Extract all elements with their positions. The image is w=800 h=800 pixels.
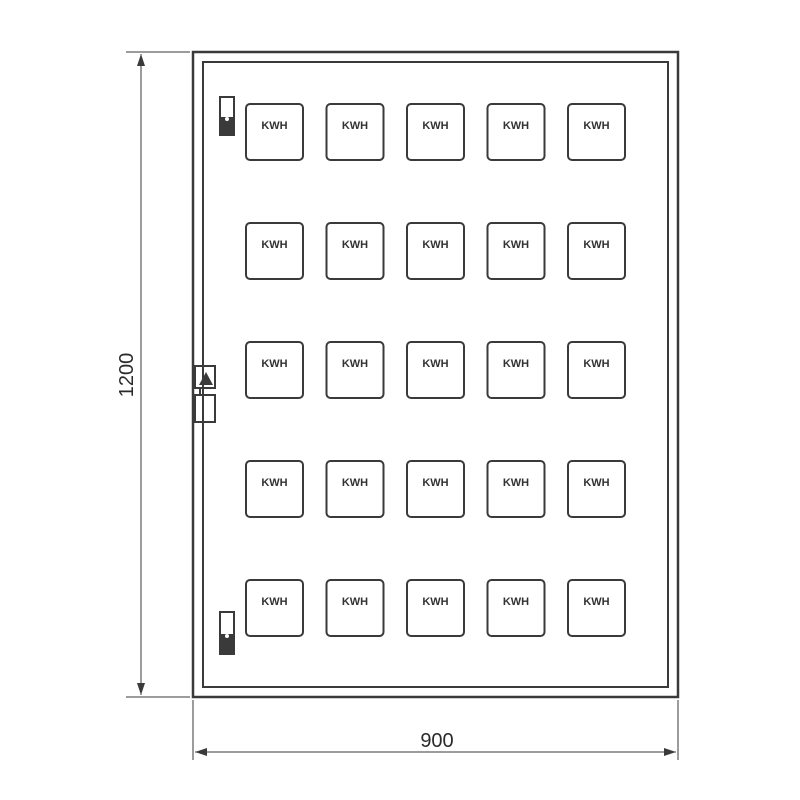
meter-box: KWH [245, 460, 304, 518]
meter-box-outline [486, 103, 546, 161]
meter-box-outline [406, 103, 465, 161]
meter-box-outline [325, 579, 385, 637]
meter-box-outline [325, 460, 385, 518]
meter-label: KWH [583, 358, 609, 370]
meter-label: KWH [583, 239, 609, 251]
height-dimension: 1200 [116, 51, 190, 698]
meter-label: KWH [422, 239, 448, 251]
meter-box: KWH [245, 341, 304, 399]
meter-label: KWH [261, 596, 287, 608]
meter-grid: KWH KWH KWH KWH KWH KWH KWH KWH KWH KWH KWH KWH KWH K… [245, 103, 626, 637]
meter-label: KWH [422, 477, 448, 489]
meter-box: KWH [486, 341, 546, 399]
meter-box-outline [245, 460, 304, 518]
meter-label: KWH [422, 120, 448, 132]
meter-box: KWH [486, 460, 546, 518]
meter-label: KWH [503, 120, 529, 132]
meter-box-outline [486, 222, 546, 280]
door-handle-icon [194, 365, 216, 423]
meter-label: KWH [503, 358, 529, 370]
meter-box-outline [406, 460, 465, 518]
meter-label: KWH [583, 596, 609, 608]
cabinet-door-frame [202, 61, 669, 688]
meter-label: KWH [342, 477, 368, 489]
height-dimension-label: 1200 [116, 353, 138, 398]
bottom-lock-icon [219, 611, 235, 655]
width-dimension-label: 900 [420, 730, 453, 752]
meter-box-outline [325, 341, 385, 399]
meter-label: KWH [342, 239, 368, 251]
meter-label: KWH [503, 477, 529, 489]
meter-box-outline [245, 579, 304, 637]
meter-box-outline [567, 341, 626, 399]
meter-box-outline [245, 103, 304, 161]
meter-box: KWH [567, 222, 626, 280]
meter-label: KWH [503, 239, 529, 251]
meter-box-outline [406, 222, 465, 280]
meter-box-outline [486, 460, 546, 518]
meter-box: KWH [325, 460, 385, 518]
meter-box-outline [406, 579, 465, 637]
meter-box: KWH [245, 222, 304, 280]
meter-box: KWH [567, 460, 626, 518]
meter-label: KWH [422, 358, 448, 370]
meter-label: KWH [342, 596, 368, 608]
meter-box: KWH [406, 222, 465, 280]
meter-box: KWH [486, 222, 546, 280]
meter-box: KWH [406, 579, 465, 637]
meter-box: KWH [245, 103, 304, 161]
meter-box: KWH [325, 579, 385, 637]
meter-box-outline [325, 103, 385, 161]
width-dimension: 900 [192, 700, 679, 760]
meter-label: KWH [342, 120, 368, 132]
meter-label: KWH [583, 477, 609, 489]
meter-box-outline [567, 103, 626, 161]
meter-box-outline [486, 579, 546, 637]
meter-box: KWH [406, 341, 465, 399]
meter-box: KWH [567, 103, 626, 161]
meter-box: KWH [325, 341, 385, 399]
meter-box: KWH [245, 579, 304, 637]
meter-label: KWH [503, 596, 529, 608]
meter-box-outline [567, 579, 626, 637]
meter-label: KWH [583, 120, 609, 132]
meter-box: KWH [325, 103, 385, 161]
meter-box: KWH [486, 103, 546, 161]
meter-box-outline [567, 460, 626, 518]
meter-label: KWH [261, 477, 287, 489]
meter-box: KWH [567, 341, 626, 399]
meter-box-outline [245, 222, 304, 280]
meter-label: KWH [261, 239, 287, 251]
meter-label: KWH [261, 120, 287, 132]
meter-box: KWH [406, 103, 465, 161]
top-lock-icon [219, 96, 235, 136]
meter-label: KWH [261, 358, 287, 370]
meter-label: KWH [422, 596, 448, 608]
meter-box: KWH [567, 579, 626, 637]
cabinet-outer-frame [191, 50, 680, 699]
meter-box-outline [567, 222, 626, 280]
meter-box: KWH [406, 460, 465, 518]
meter-box-outline [325, 222, 385, 280]
meter-box-outline [486, 341, 546, 399]
meter-box: KWH [486, 579, 546, 637]
meter-box-outline [406, 341, 465, 399]
meter-box-outline [245, 341, 304, 399]
meter-box: KWH [325, 222, 385, 280]
meter-label: KWH [342, 358, 368, 370]
